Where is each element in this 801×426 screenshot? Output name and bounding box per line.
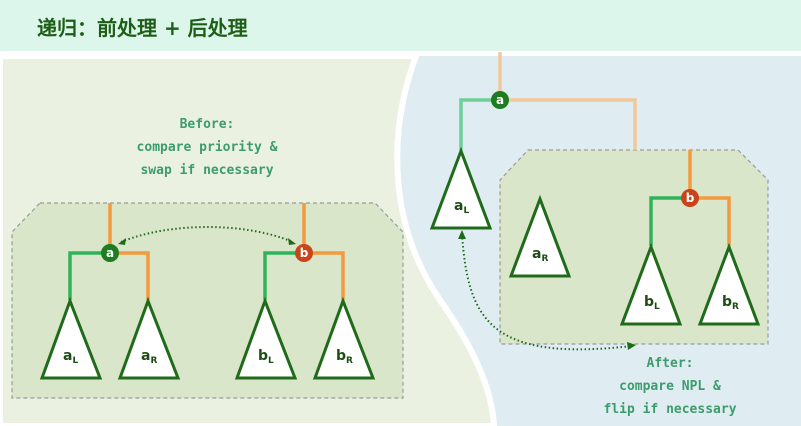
right-edge — [500, 98, 637, 150]
subtree-aL — [429, 146, 493, 230]
subtree-bR — [697, 242, 761, 326]
node-b-label: b — [300, 246, 309, 260]
right-edge — [110, 251, 150, 300]
node-a — [491, 91, 509, 109]
before-tree-b: bL bR b — [234, 203, 376, 380]
subtree-aR-label: aR — [141, 348, 157, 366]
right-edge — [690, 196, 731, 246]
subtree-bL — [619, 242, 683, 326]
subtree-aL-label: aL — [63, 348, 78, 366]
before-caption-3: swap if necessary — [140, 163, 273, 178]
subtree-aL — [39, 296, 103, 380]
before-caption-2: compare priority & — [137, 140, 278, 155]
after-caption-1: After: — [647, 356, 694, 371]
after-caption-3: flip if necessary — [603, 402, 736, 417]
node-a — [101, 244, 119, 262]
left-edge — [68, 251, 110, 300]
node-b — [681, 189, 699, 207]
node-b-label: b — [686, 191, 695, 205]
before-caption-1: Before: — [180, 117, 235, 132]
left-edge — [649, 196, 690, 246]
after-caption-2: compare NPL & — [619, 379, 721, 394]
subtree-bR-label: bR — [336, 348, 353, 366]
before-tree-a: aL aR a — [39, 203, 181, 380]
subtree-bL-label: bL — [258, 348, 274, 366]
subtree-aR — [117, 296, 181, 380]
node-a-label: a — [106, 246, 114, 260]
subtree-bL-label: bL — [644, 294, 660, 312]
left-edge — [459, 98, 500, 150]
subtree-bL — [234, 296, 298, 380]
header-bar — [0, 0, 801, 51]
subtree-bR-label: bR — [722, 294, 739, 312]
right-edge — [304, 251, 345, 300]
node-b — [295, 244, 313, 262]
subtree-bR — [312, 296, 376, 380]
subtree-aL-label: aL — [454, 198, 469, 216]
page-title: 递归：前处理 + 后处理 — [37, 16, 248, 40]
left-edge — [263, 251, 304, 300]
node-a-label: a — [496, 93, 504, 107]
after-tree: aL a aR bL bR b — [429, 52, 761, 326]
swap-arrow — [118, 226, 296, 245]
subtree-aR — [508, 194, 572, 278]
flip-arrow — [458, 230, 636, 351]
subtree-aR-label: aR — [532, 246, 548, 264]
